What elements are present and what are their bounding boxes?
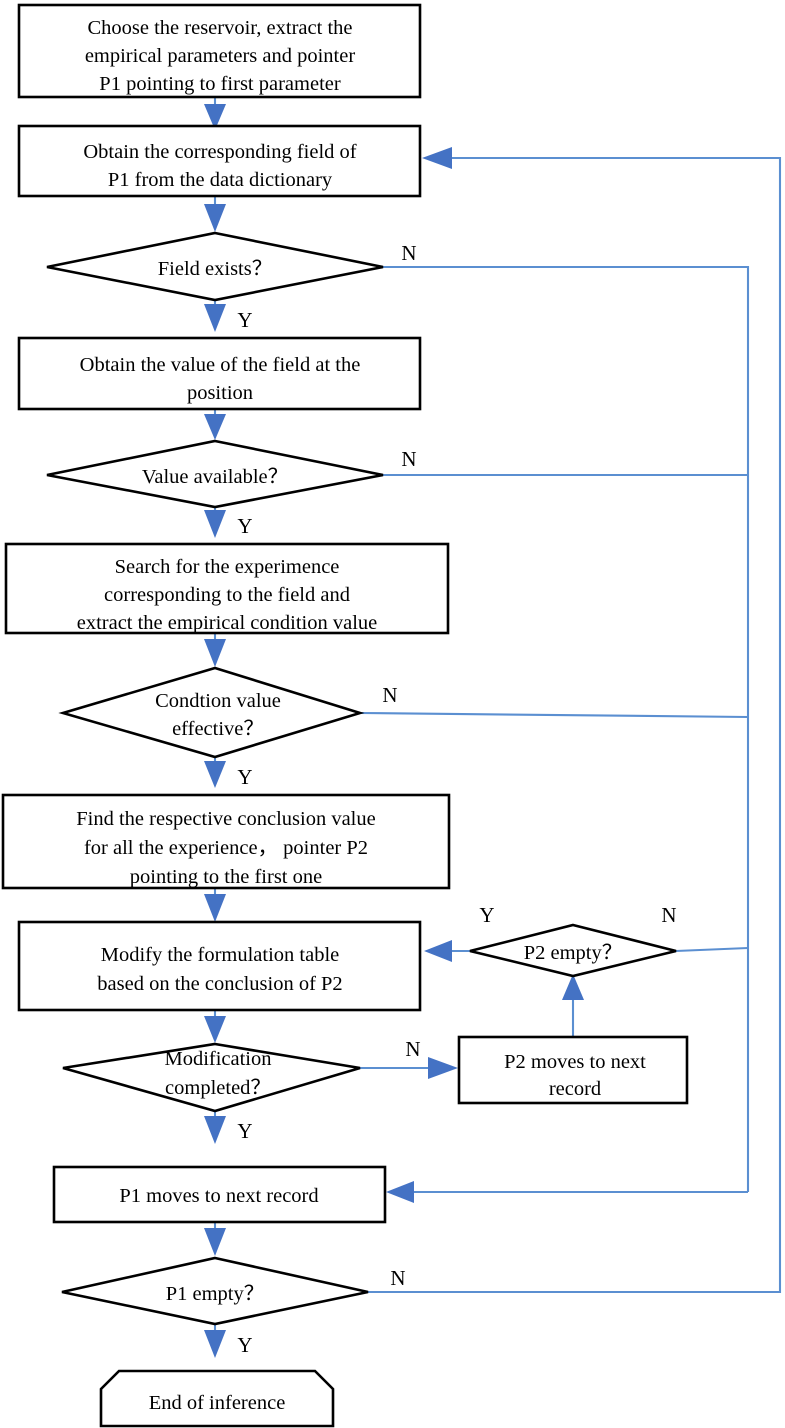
- node-p2-moves-next[interactable]: P2 moves to next record: [457, 1035, 689, 1105]
- decision-d1-label: Field exists？: [158, 258, 272, 280]
- edge-d1-n3: [204, 300, 226, 332]
- edge-label-d6-y: Y: [237, 1333, 252, 1357]
- node-n8-line-0: P1 moves to next record: [119, 1185, 318, 1207]
- node-n2-line-0: Obtain the corresponding field of: [83, 141, 356, 163]
- node-choose-reservoir[interactable]: Choose the reservoir, extract the empiri…: [17, 3, 422, 99]
- decision-d6-label: P1 empty？: [166, 1283, 265, 1305]
- node-n3-line-1: position: [187, 382, 253, 404]
- node-n1-line-1: empirical parameters and pointer: [85, 45, 356, 67]
- node-obtain-field[interactable]: Obtain the corresponding field of P1 fro…: [17, 124, 422, 198]
- edge-n3-d2: [204, 409, 226, 440]
- node-n5-line-2: pointing to the first one: [130, 866, 322, 888]
- node-n1-line-0: Choose the reservoir, extract the: [87, 17, 352, 39]
- edge-n7-d4: [562, 974, 584, 1038]
- decision-p2-empty[interactable]: P2 empty？: [469, 923, 677, 978]
- edge-label-d3-n: N: [382, 683, 397, 707]
- edge-n4-d3: [204, 633, 226, 667]
- node-end-of-inference[interactable]: End of inference: [99, 1369, 335, 1428]
- edge-d5-n8: [204, 1111, 226, 1144]
- decision-modification-completed[interactable]: Modification completed？: [62, 1042, 361, 1113]
- edge-n5-n6: [204, 888, 226, 922]
- decision-d4-label: P2 empty？: [524, 942, 623, 964]
- edge-n1-n2: [204, 97, 226, 130]
- edge-label-d1-n: N: [401, 241, 416, 265]
- edge-label-d1-y: Y: [237, 308, 252, 332]
- edge-d4-n8: [675, 946, 749, 953]
- node-n4-line-1: corresponding to the field and: [104, 584, 350, 606]
- decision-field-exists[interactable]: Field exists？: [46, 231, 384, 302]
- edge-n8-d6: [204, 1222, 226, 1256]
- edge-n2-d1: [204, 196, 226, 232]
- edge-label-d5-n: N: [405, 1037, 420, 1061]
- edge-d6-n9: [204, 1324, 226, 1358]
- node-n5-line-1: for all the experience， pointer P2: [84, 837, 368, 859]
- edge-label-d3-y: Y: [237, 765, 252, 789]
- node-p1-moves-next[interactable]: P1 moves to next record: [52, 1165, 387, 1224]
- node-n1-line-2: P1 pointing to first parameter: [99, 73, 341, 95]
- node-find-conclusion[interactable]: Find the respective conclusion value for…: [1, 793, 451, 890]
- decision-d5-line-1: completed？: [165, 1077, 271, 1099]
- decision-p1-empty[interactable]: P1 empty？: [61, 1256, 369, 1326]
- edge-label-d2-n: N: [401, 447, 416, 471]
- decision-d3-line-0: Condtion value: [155, 690, 281, 712]
- edge-label-d2-y: Y: [237, 514, 252, 538]
- edge-label-d4-y: Y: [479, 903, 494, 927]
- node-n7-line-1: record: [549, 1078, 601, 1100]
- decision-d5-line-0: Modification: [164, 1048, 271, 1070]
- node-n2-line-1: P1 from the data dictionary: [108, 169, 333, 191]
- edge-d3-n8: [359, 711, 749, 719]
- decision-d2-label: Value available？: [142, 466, 288, 488]
- edge-d5-n7: [360, 1057, 458, 1079]
- node-n3-line-0: Obtain the value of the field at the: [80, 354, 361, 376]
- edge-n6-d5: [204, 1010, 226, 1043]
- node-modify-formulation[interactable]: Modify the formulation table based on th…: [17, 920, 422, 1012]
- edge-label-d6-n: N: [390, 1266, 405, 1290]
- node-obtain-value[interactable]: Obtain the value of the field at the pos…: [17, 336, 422, 411]
- node-n4-line-2: extract the empirical condition value: [77, 612, 378, 634]
- edge-d1-n8: [383, 265, 750, 1192]
- edge-label-d4-n: N: [661, 903, 676, 927]
- node-n5-line-0: Find the respective conclusion value: [76, 808, 375, 830]
- node-n9-line-0: End of inference: [149, 1392, 286, 1414]
- edge-return-inner-arrow: [386, 1181, 748, 1203]
- decision-condition-effective[interactable]: Condtion value effective？: [58, 666, 365, 759]
- edge-label-d5-y: Y: [237, 1119, 252, 1143]
- decision-value-available[interactable]: Value available？: [46, 439, 384, 509]
- node-n6-line-0: Modify the formulation table: [101, 944, 340, 966]
- edge-d2-n4: [204, 506, 226, 538]
- connector-layer: [204, 97, 782, 1358]
- edge-d6-n2: [368, 147, 782, 1294]
- node-n4-line-0: Search for the experimence: [115, 556, 340, 578]
- node-search-experimence[interactable]: Search for the experimence corresponding…: [4, 542, 450, 635]
- decision-d3-line-1: effective？: [172, 718, 264, 740]
- node-n6-line-1: based on the conclusion of P2: [97, 973, 342, 995]
- node-n7-line-0: P2 moves to next: [504, 1051, 646, 1073]
- edge-d3-n5: [204, 757, 226, 788]
